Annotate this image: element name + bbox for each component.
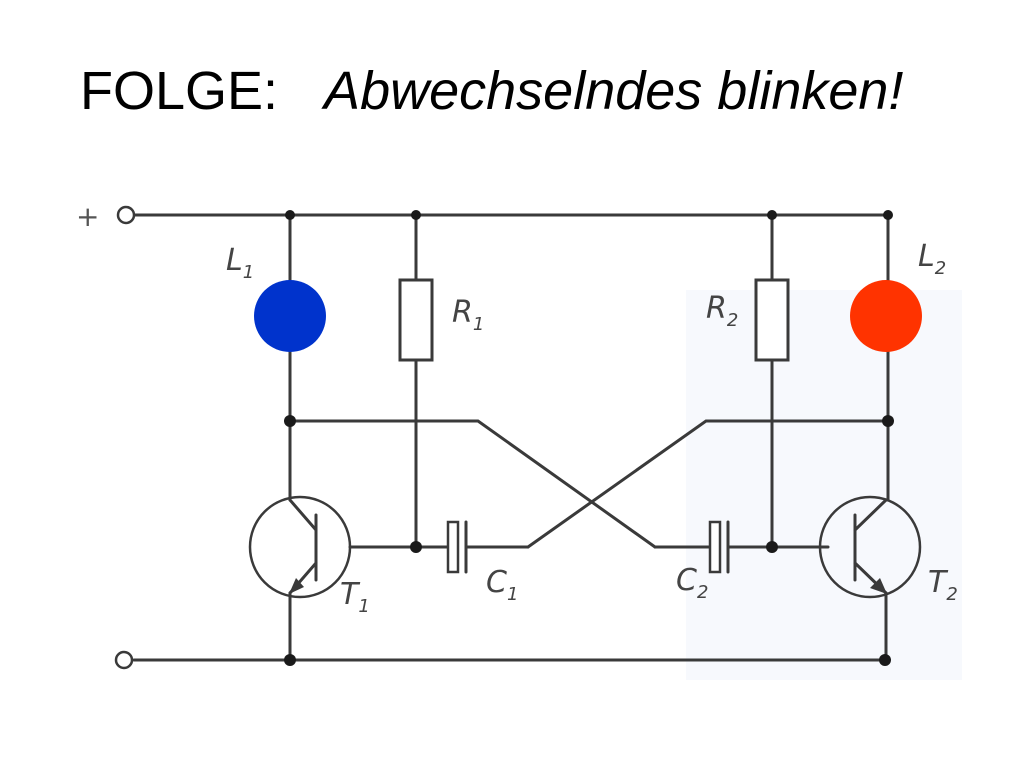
- resistor2-label: R2: [706, 291, 738, 331]
- node-rail-r2: [767, 210, 777, 220]
- node-ground-t2: [879, 654, 891, 666]
- positive-terminal: [116, 205, 136, 225]
- node-ground-t1: [284, 654, 296, 666]
- cross-wire-left-to-c2: [288, 419, 657, 549]
- capacitor-c1-plate-a: [446, 520, 460, 574]
- capacitor2-label: C2: [676, 563, 708, 603]
- resistor-r1: [398, 278, 434, 362]
- transistor1-label: T1: [340, 577, 370, 617]
- background-panel: [686, 290, 962, 680]
- capacitor1-label: C1: [486, 565, 518, 605]
- slide-title: FOLGE: Abwechselndes blinken!: [80, 61, 904, 121]
- node-t2-base: [766, 541, 778, 553]
- cross-wire-right-to-c1: [526, 419, 890, 549]
- title-prefix: FOLGE:: [80, 61, 279, 121]
- transistor-t2: [818, 495, 922, 599]
- transistor-t1: [248, 495, 352, 599]
- supply-label: +: [76, 200, 99, 233]
- node-rail-lamp2: [883, 210, 893, 220]
- lamp2-indicator: [850, 280, 922, 352]
- resistor-r2: [754, 278, 790, 362]
- lamp2-label: L2: [918, 239, 946, 279]
- resistor1-label: R1: [452, 295, 484, 335]
- node-lamp2-collector: [882, 415, 894, 427]
- node-rail-lamp1: [285, 210, 295, 220]
- ground-terminal: [114, 650, 134, 670]
- node-rail-r1: [411, 210, 421, 220]
- lamp1-indicator: [254, 280, 326, 352]
- node-lamp1-collector: [284, 415, 296, 427]
- node-t1-base: [410, 541, 422, 553]
- title-emphasis: Abwechselndes blinken!: [324, 61, 904, 121]
- capacitor-c2-plate-a: [708, 520, 722, 574]
- lamp1-label: L1: [226, 243, 254, 283]
- transistor2-label: T2: [928, 565, 958, 605]
